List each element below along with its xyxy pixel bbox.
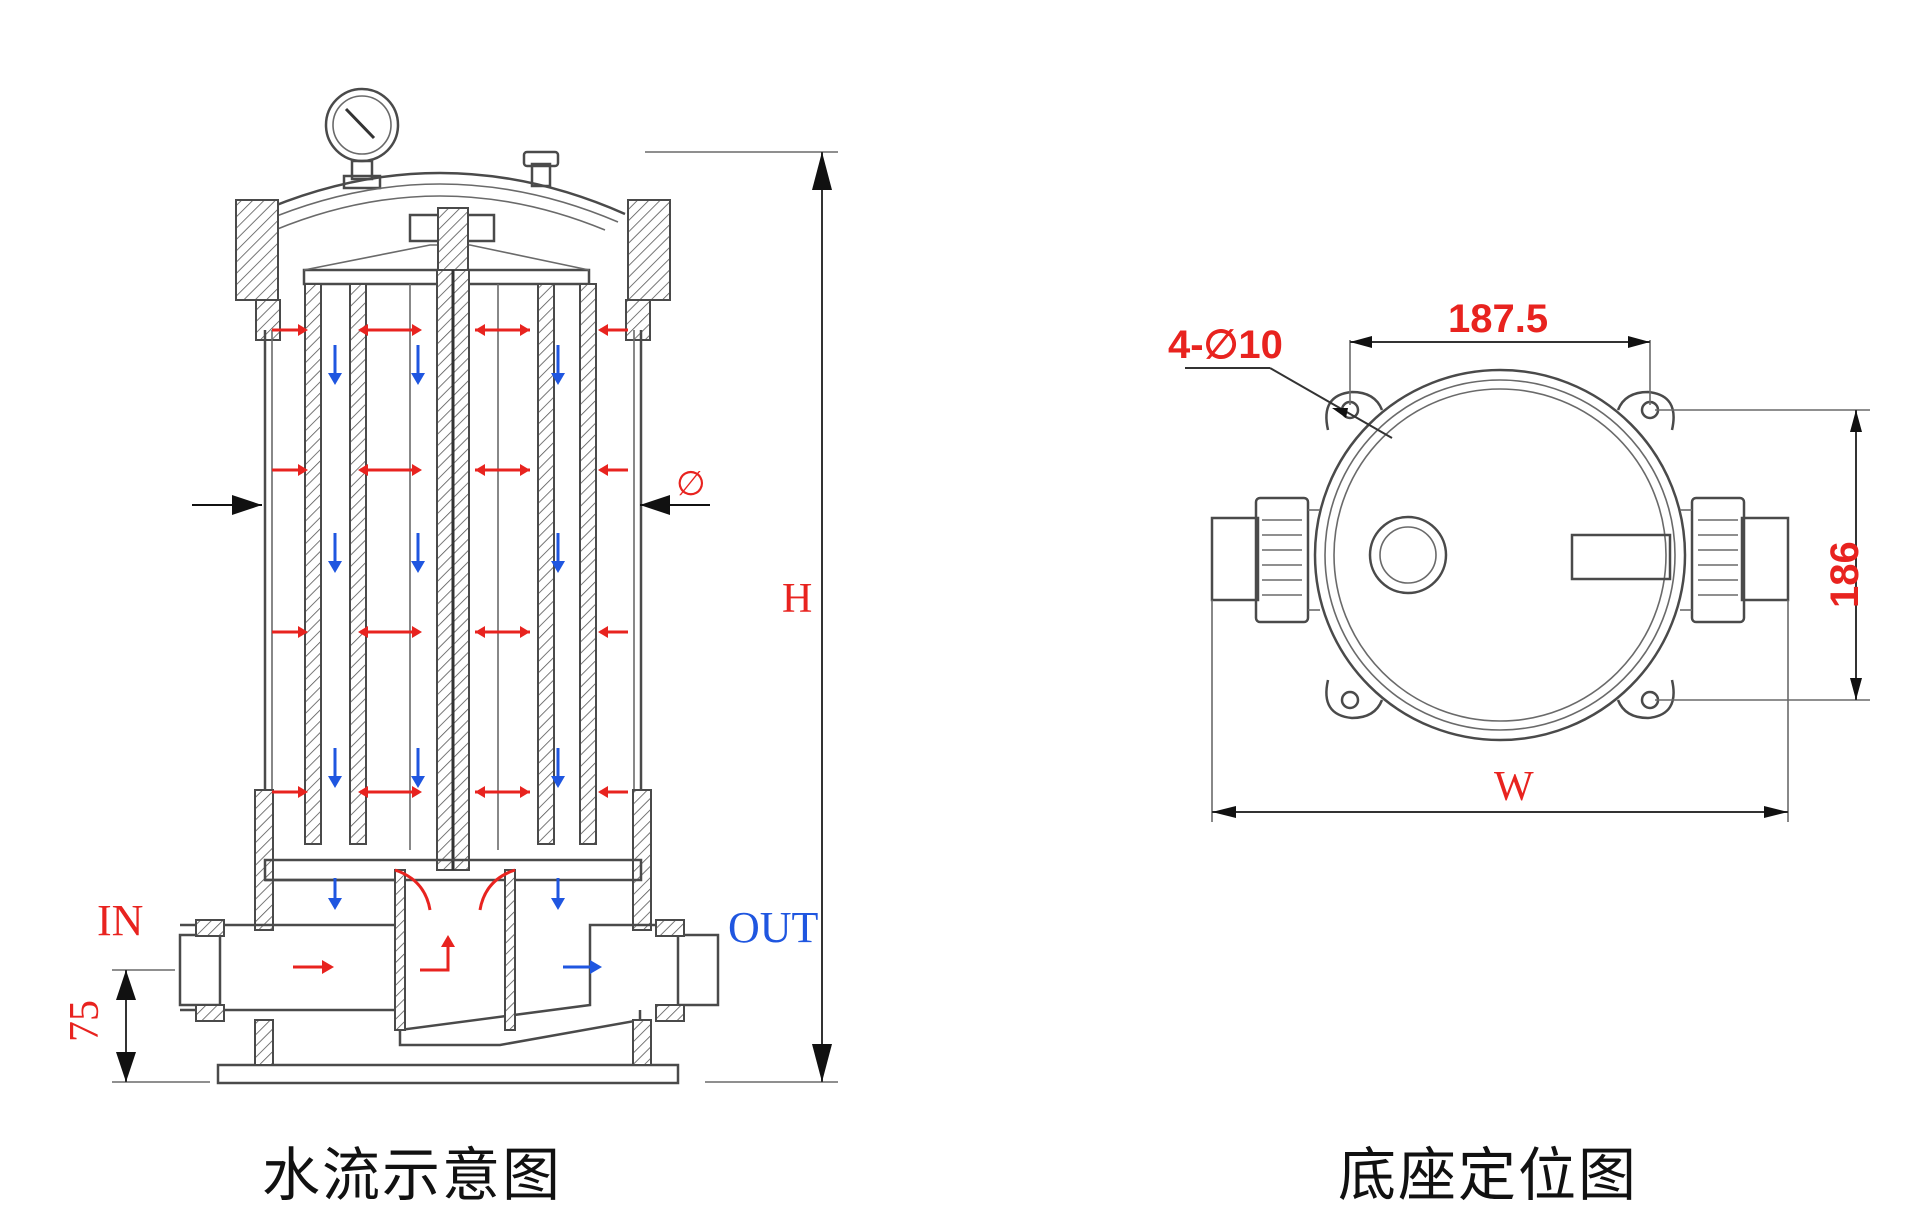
inlet-height-dimension: 75 — [62, 969, 210, 1083]
height-label: H — [782, 576, 812, 622]
bolt-hole-label: 4-∅10 — [1168, 323, 1283, 367]
hole-spacing-y-dimension: 186 — [1655, 409, 1870, 701]
bolt-lug-bottom-right — [1616, 679, 1675, 720]
inflow-arrow-row-4 — [272, 786, 628, 798]
outlet-slot — [1570, 533, 1672, 581]
pressure-gauge-icon — [324, 87, 400, 190]
hole-spacing-y-label: 186 — [1823, 541, 1867, 608]
bolt-lug-top-right — [1616, 390, 1675, 431]
inlet-height-label: 75 — [62, 1000, 108, 1042]
outflow-arrow-col-3 — [551, 345, 565, 910]
base-flange — [1313, 368, 1687, 742]
center-tube — [436, 269, 470, 871]
outlet-label: OUT — [728, 903, 819, 952]
diameter-dimension: ∅ — [192, 465, 710, 515]
height-dimension: H — [645, 151, 838, 1083]
bolt-hole-leader: 4-∅10 — [1168, 323, 1393, 439]
flow-diagram-caption: 水流示意图 — [262, 1141, 563, 1209]
inflow-arrow-row-2 — [272, 464, 628, 476]
water-flow-diagram: ∅ H 75 IN OUT — [62, 87, 838, 1085]
width-label: W — [1494, 764, 1534, 810]
bolt-lug-bottom-left — [1325, 679, 1384, 720]
outflow-arrows — [328, 345, 602, 974]
lower-manifold — [180, 869, 660, 1047]
inlet-pipe — [178, 919, 225, 1022]
width-dimension: W — [1211, 600, 1789, 822]
outflow-arrow-col-1 — [328, 345, 342, 910]
outflow-arrow-col-2 — [411, 345, 425, 788]
housing-lid — [254, 171, 626, 231]
bolt-lug-top-left — [1325, 390, 1384, 431]
hole-spacing-x-dimension: 187.5 — [1349, 297, 1651, 405]
clamp-ring-right — [625, 199, 671, 341]
bottom-plate — [263, 858, 643, 882]
vent-valve-icon — [522, 150, 560, 188]
inlet-label: IN — [97, 896, 143, 945]
base-feet — [216, 1019, 680, 1085]
outlet-pipe — [655, 919, 720, 1022]
union-left — [1210, 496, 1320, 624]
inflow-arrow-row-1 — [272, 324, 628, 336]
center-port — [1368, 515, 1448, 595]
base-positioning-diagram: 187.5 186 W 4-∅10 — [1168, 297, 1870, 822]
diameter-label: ∅ — [676, 465, 706, 503]
filter-element-walls — [304, 283, 597, 850]
inflow-arrows — [272, 324, 628, 974]
clamp-ring-left — [235, 199, 281, 341]
inflow-arrow-row-3 — [272, 626, 628, 638]
union-right — [1680, 496, 1790, 624]
hole-spacing-x-label: 187.5 — [1448, 297, 1548, 341]
base-diagram-caption: 底座定位图 — [1338, 1141, 1639, 1209]
